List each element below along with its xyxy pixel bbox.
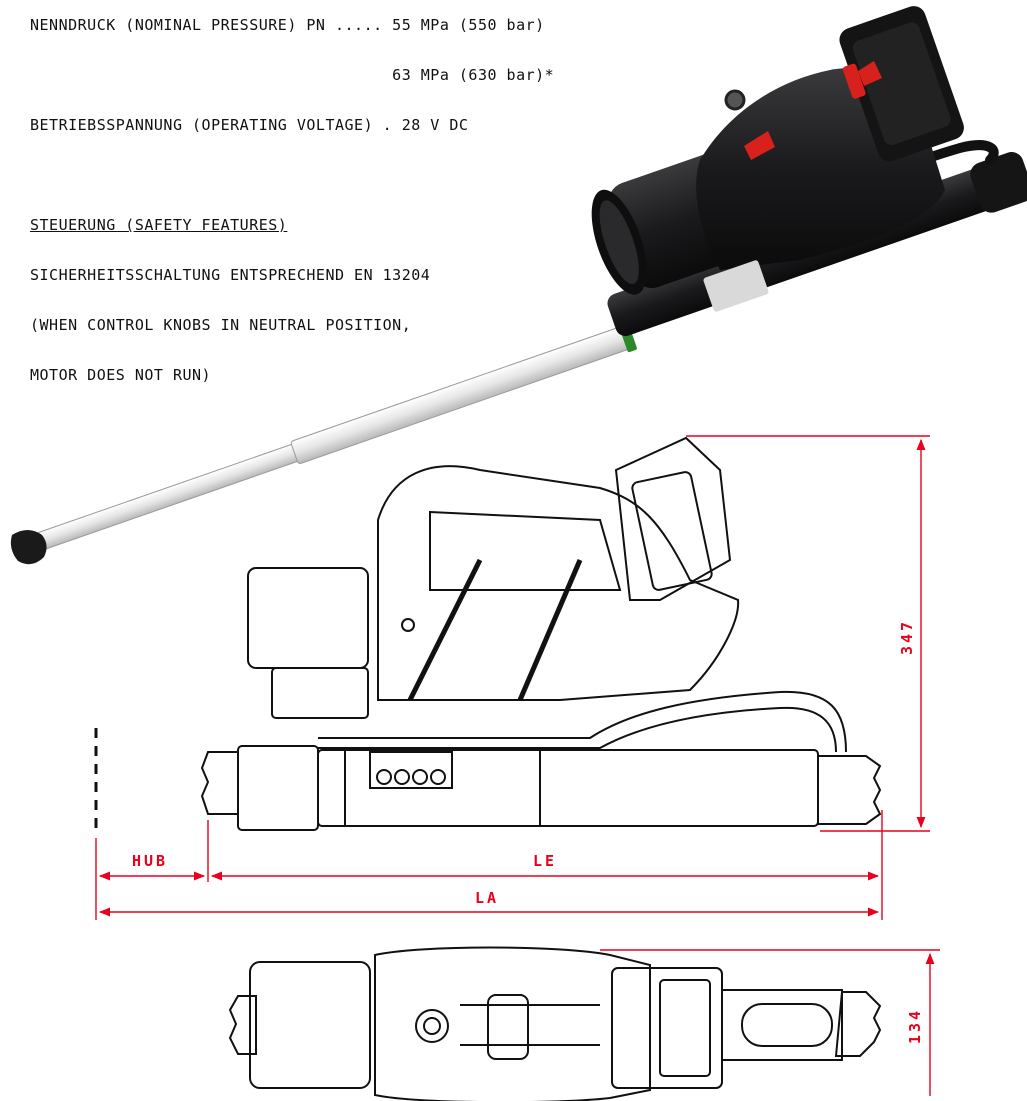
spec-safety-note-1: (WHEN CONTROL KNOBS IN NEUTRAL POSITION, — [30, 316, 412, 334]
spec-safety-heading: STEUERUNG (SAFETY FEATURES) — [30, 216, 288, 234]
spec-safety-note-2: MOTOR DOES NOT RUN) — [30, 366, 212, 384]
top-rod-end — [228, 995, 257, 1055]
dim-label-la: LA — [475, 889, 499, 907]
spec-operating-voltage: BETRIEBSSPANNUNG (OPERATING VOLTAGE) . 2… — [30, 116, 469, 134]
spec-safety-standard: SICHERHEITSSCHALTUNG ENTSPRECHEND EN 132… — [30, 266, 431, 284]
side-housing — [377, 465, 740, 701]
top-battery — [611, 967, 723, 1089]
side-handle — [318, 706, 837, 753]
dim-label-hub: HUB — [132, 852, 168, 870]
rating-label — [703, 260, 769, 312]
side-cylinder-head — [237, 745, 319, 831]
side-view-drawing — [94, 436, 882, 832]
spec-nominal-pressure-alt: 63 MPa (630 bar)* — [30, 66, 555, 84]
dim-label-height: 347 — [898, 619, 916, 655]
piston-rod — [27, 321, 637, 554]
side-motor — [247, 567, 369, 669]
control-button — [724, 89, 746, 111]
top-motor — [249, 961, 371, 1089]
spec-nominal-pressure: NENNDRUCK (NOMINAL PRESSURE) PN ..... 55… — [30, 16, 545, 34]
battery-pack — [839, 6, 964, 162]
side-valve-block — [369, 751, 453, 789]
control-knob-red-1 — [744, 131, 775, 160]
dim-label-le: LE — [533, 852, 557, 870]
top-right-end — [834, 991, 882, 1057]
ram-3d-render — [10, 6, 1027, 565]
spec-text-block: NENNDRUCK (NOMINAL PRESSURE) PN ..... 55… — [30, 0, 554, 413]
top-view-drawing — [228, 946, 882, 1101]
dimension-lines — [95, 435, 940, 1096]
side-rod-end — [200, 751, 239, 815]
control-knob-red-2 — [858, 61, 882, 86]
side-battery — [614, 436, 732, 601]
side-right-end — [817, 755, 882, 825]
dim-label-width: 134 — [906, 1008, 924, 1044]
top-cylinder — [721, 989, 843, 1061]
rod-end-cap — [10, 530, 47, 565]
